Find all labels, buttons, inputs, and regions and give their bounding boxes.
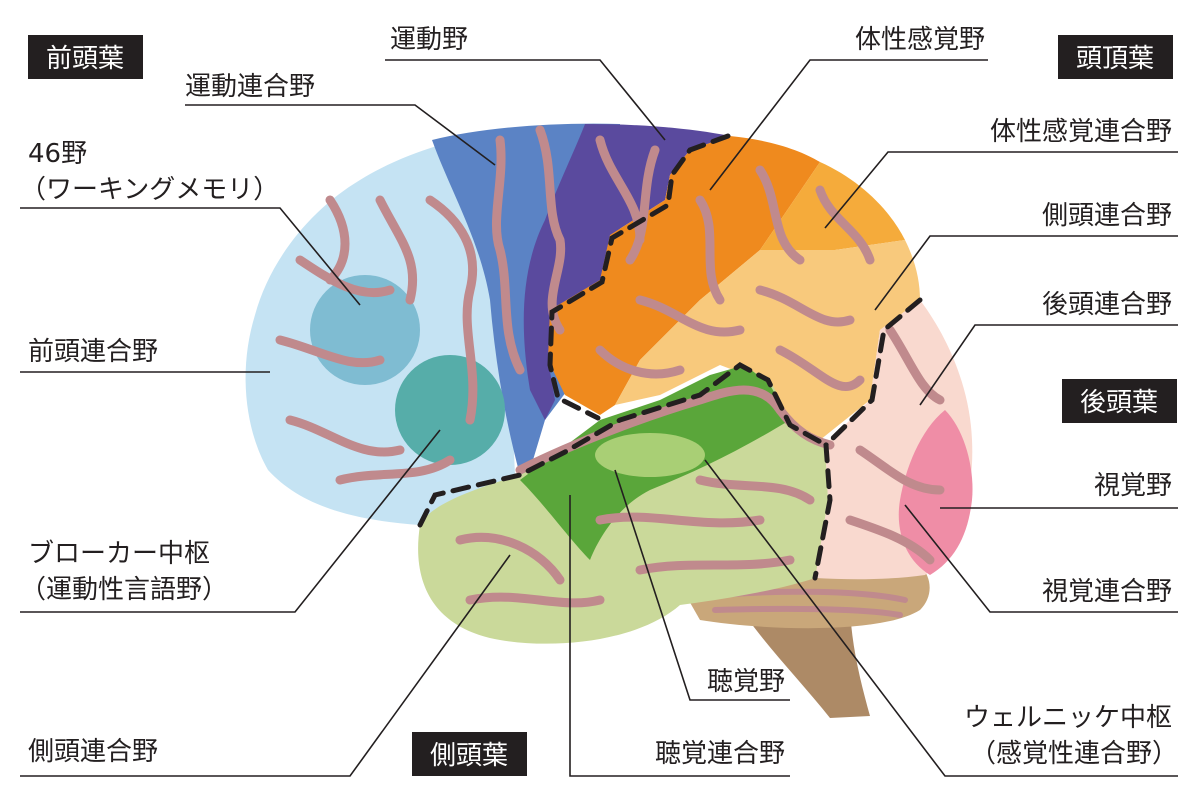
frontal-lobe-tag <box>28 35 143 79</box>
auditory-core <box>595 433 705 477</box>
occipital-boundary <box>812 297 923 581</box>
broca-label: ブローカー中枢 <box>28 539 210 569</box>
auditory-area-label: 聴覚野 <box>707 667 785 697</box>
visual-association-label: 視覚連合野 <box>1042 577 1172 607</box>
area46-label: 46野 <box>28 139 87 169</box>
central-boundary <box>547 133 731 421</box>
temporal-lobe-tag <box>412 732 527 776</box>
broca-region <box>395 355 505 465</box>
somatosensory-label: 体性感覚野 <box>855 25 985 55</box>
occipital-lobe-tag <box>1062 379 1177 423</box>
somatosensory-region <box>548 136 820 415</box>
motor-region <box>523 124 730 420</box>
parietal-lobe-label: 頭頂葉 <box>1076 44 1154 74</box>
wernicke-sublabel: （感覚性連合野） <box>970 739 1178 769</box>
wernicke-label: ウェルニッケ中枢 <box>964 703 1172 733</box>
auditory-association-label: 聴覚連合野 <box>655 739 785 769</box>
prefrontal-association-label: 前頭連合野 <box>28 337 158 367</box>
motor-association-label: 運動連合野 <box>185 72 315 102</box>
lateral-boundary <box>417 362 829 528</box>
leader-lines <box>20 59 1178 777</box>
occipital-lobe-label: 後頭葉 <box>1080 388 1158 418</box>
broca-sublabel: （運動性言語野） <box>20 575 228 605</box>
temporal-association-right-label: 側頭連合野 <box>1042 201 1172 231</box>
parietal-lobe-tag <box>1058 35 1173 79</box>
brainstem <box>735 600 870 718</box>
frontal-lobe-label: 前頭葉 <box>46 44 124 74</box>
occipital-association-label: 後頭連合野 <box>1042 290 1172 320</box>
gyri-pattern <box>275 125 945 608</box>
somatosensory-association-label: 体性感覚連合野 <box>990 117 1172 147</box>
area46-sublabel: （ワーキングメモリ） <box>20 175 279 205</box>
temporal-lobe-label: 側頭葉 <box>430 741 508 771</box>
motor-area-label: 運動野 <box>390 25 468 55</box>
visual-area-label: 視覚野 <box>1094 471 1172 501</box>
temporal-association-left-label: 側頭連合野 <box>28 737 158 767</box>
